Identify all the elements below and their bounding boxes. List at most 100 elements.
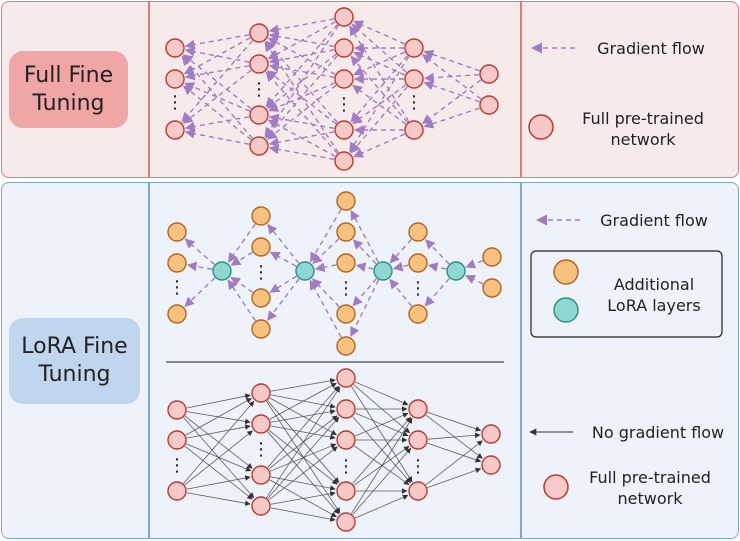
lora-ellipsis-1: ⋮ [252,262,270,283]
frozen-edge-0-1-1 [186,424,251,439]
full-gradient-edge-1-1-4 [265,71,338,154]
lora-gradient-edge-in-1-3 [267,278,300,322]
lora-gradient-edge-in-2-3 [352,278,378,307]
full-gradient-edge-1-0-2 [267,37,336,75]
full-node-1-1 [249,54,269,74]
full-gradient-edge-1-3-2 [266,84,337,140]
full-gradient-edge-1-3-3 [268,131,335,148]
frozen-edge-2-4-1 [352,447,412,515]
full-gradient-edge-3-0-0 [423,49,480,72]
lora-gradient-edge-out-3-1 [465,275,484,285]
lora-legend-box [530,250,723,338]
lora-adapter-node-3 [446,261,466,281]
full-network-label: Full pre-trained network [568,108,718,150]
full-gradient-edge-1-0-0 [268,18,335,35]
full-network-label-line1: Full pre-trained [582,109,704,128]
full-gradient-edge-0-1-3 [182,85,252,141]
lora-node-0-2 [167,304,187,324]
lora-adapter-node-1 [295,261,315,281]
full-gradient-edge-1-2-2 [268,82,336,112]
full-gradient-edge-3-1-1 [423,80,480,103]
frozen-edge-2-4-2 [355,494,409,519]
frozen-node-0-0 [167,400,187,420]
full-gradient-flow-label: Gradient flow [597,39,705,58]
frozen-node-1-0 [251,383,271,403]
frozen-edge-0-0-0 [186,393,251,409]
full-ellipsis-3: ⋮ [405,92,423,113]
frozen-node-4-0 [481,424,501,444]
lora-node-2-2 [336,253,356,273]
lora-gradient-edge-out-0-1 [230,251,253,266]
full-node-2-2 [334,69,354,89]
full-gradient-edge-2-2-0 [353,51,406,76]
full-node-4-0 [479,64,499,84]
full-gradient-edge-1-3-1 [265,55,338,139]
frozen-node-4-1 [481,455,501,475]
frozen-edge-2-0-0 [355,381,409,406]
lora-gradient-edge-in-2-0 [350,209,379,263]
lora-node-3-0 [408,222,428,242]
full-gradient-edge-1-1-1 [268,49,335,66]
frozen-node-2-3 [336,481,356,501]
full-node-1-2 [249,105,269,125]
lora-ellipsis-2: ⋮ [337,278,355,299]
frozen-node-3-0 [408,399,428,419]
full-node-1-3 [249,136,269,156]
full-gradient-edge-0-0-1 [184,46,250,63]
full-gradient-edge-2-3-1 [352,84,407,125]
frozen-edge-2-2-0 [355,412,409,437]
lora-gradient-edge-in-3-2 [424,278,450,307]
full-node-2-1 [334,38,354,58]
frozen-node-0-1 [167,430,187,450]
lora-adapter-node-0 [212,261,232,281]
full-gradient-edge-2-0-2 [349,25,410,122]
lora-gradient-edge-out-1-1 [312,238,340,265]
full-gradient-edge-0-0-2 [182,54,252,110]
lora-gradient-edge-in-1-1 [269,251,297,267]
full-gradient-edge-1-2-1 [266,53,337,109]
lora-title-line2: Tuning [38,362,111,387]
full-gradient-edge-3-2-0 [422,79,482,125]
full-network-label-line2: network [610,130,676,149]
full-gradient-edge-3-2-1 [423,107,480,129]
lora-gradient-edge-in-1-2 [269,275,297,293]
frozen-edge-3-2-1 [427,467,482,489]
frozen-edge-0-2-0 [183,400,255,484]
frozen-node-0-2 [167,481,187,501]
lora-legend-additional-node [553,259,579,285]
lora-node-3-2 [408,304,428,324]
frozen-edge-3-0-0 [427,411,482,432]
frozen-edge-1-2-3 [270,476,336,491]
frozen-edge-1-1-1 [270,409,336,423]
full-gradient-edge-2-0-0 [353,20,406,45]
frozen-edge-1-1-4 [267,431,340,515]
lora-gradient-edge-out-0-0 [227,223,256,263]
lora-left-divider [148,183,150,538]
full-gradient-edge-1-1-0 [267,21,336,60]
full-gradient-edge-1-0-1 [268,31,335,47]
frozen-ellipsis-1: ⋮ [252,439,270,460]
full-node-4-1 [479,95,499,115]
lora-node-1-3 [251,319,271,339]
lora-gradient-edge-out-2-0 [389,238,412,264]
lora-fine-tuning-title: LoRA Fine Tuning [9,318,140,404]
full-left-divider [148,2,150,177]
frozen-node-3-2 [408,481,428,501]
frozen-node-2-1 [336,399,356,419]
lora-gradient-edge-in-1-0 [267,223,300,264]
lora-gradient-edge-in-2-1 [352,239,377,265]
full-gradient-edge-2-4-0 [349,56,410,153]
full-gradient-edge-0-1-0 [183,37,251,75]
lora-gradient-edge-out-3-0 [465,259,483,269]
frozen-edge-0-1-2 [186,443,252,472]
lora-title-line1: LoRA Fine [21,334,128,359]
lora-node-3-1 [408,253,428,273]
frozen-ellipsis-2: ⋮ [337,456,355,477]
lora-ellipsis-0: ⋮ [168,277,186,298]
additional-lora-line2: LoRA layers [607,296,701,315]
frozen-node-2-0 [336,368,356,388]
lora-node-2-1 [336,222,356,242]
full-fine-tuning-title: Full Fine Tuning [9,51,128,128]
lora-gradient-edge-in-0-2 [184,277,216,308]
